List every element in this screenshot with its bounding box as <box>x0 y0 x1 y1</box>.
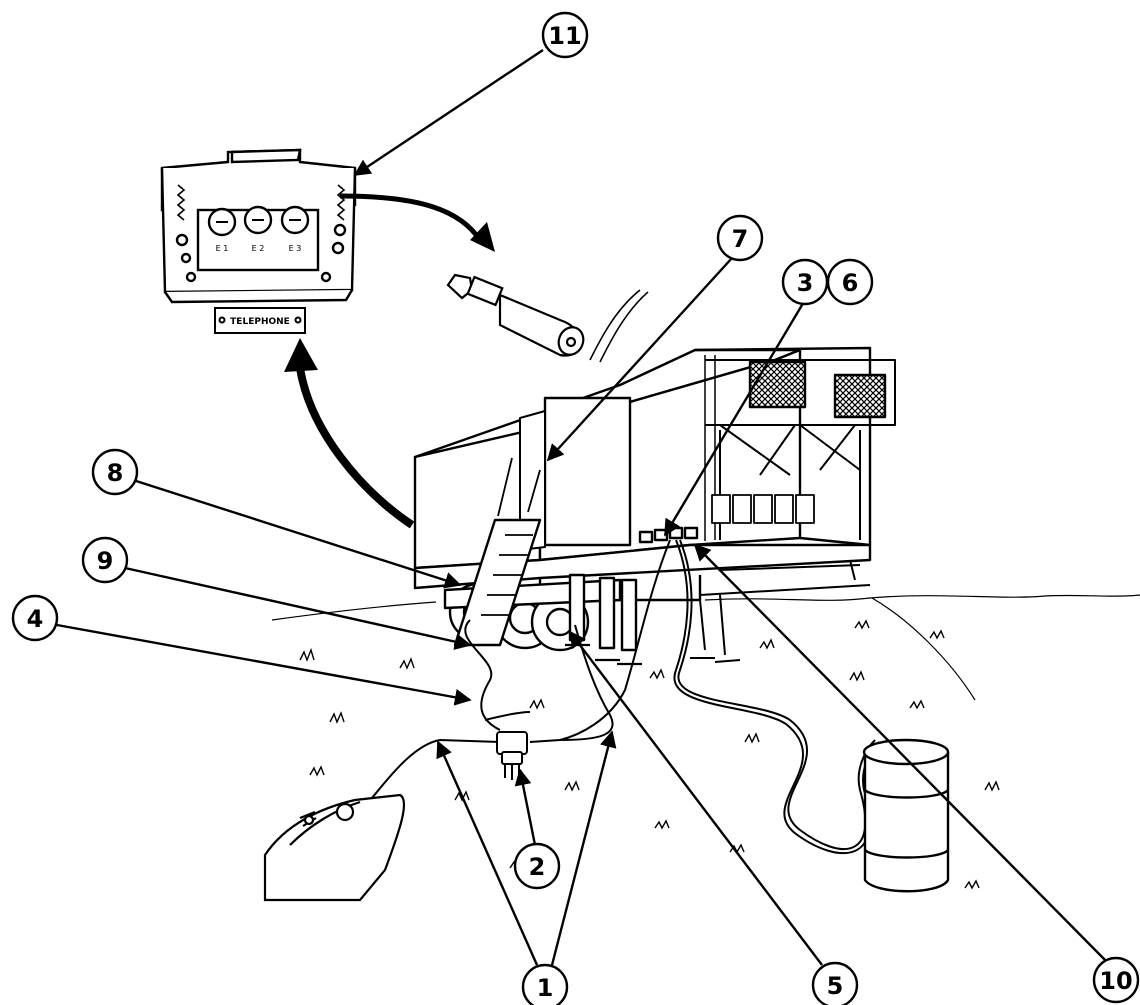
svg-text:2: 2 <box>529 853 546 881</box>
shelter-trailer <box>415 348 895 664</box>
callout-5: 5 <box>813 963 857 1005</box>
binding-post-detail <box>448 275 648 362</box>
svg-text:11: 11 <box>548 22 581 50</box>
svg-text:1: 1 <box>537 974 554 1002</box>
receptacle-label-e1: E 1 <box>216 244 229 253</box>
svg-text:7: 7 <box>732 225 749 253</box>
receptacle-label-e2: E 2 <box>252 244 265 253</box>
svg-text:8: 8 <box>107 459 124 487</box>
callout-4: 4 <box>13 596 57 640</box>
svg-text:3: 3 <box>797 269 814 297</box>
callout-6: 6 <box>828 260 872 304</box>
svg-text:5: 5 <box>827 972 844 1000</box>
callout-3: 3 <box>783 260 827 304</box>
svg-text:10: 10 <box>1099 967 1132 995</box>
callout-2: 2 <box>515 844 559 888</box>
callout-7: 7 <box>718 216 762 260</box>
callout-10: 10 <box>1094 958 1138 1002</box>
svg-text:6: 6 <box>842 269 859 297</box>
svg-text:4: 4 <box>27 605 44 633</box>
callout-1: 1 <box>523 965 567 1005</box>
callout-8: 8 <box>93 450 137 494</box>
receptacle-label-e3: E 3 <box>289 244 302 253</box>
ground-rod-clamp <box>497 732 527 780</box>
arrow-to-nameplate <box>300 368 412 525</box>
ground <box>272 595 1140 888</box>
fuel-drum <box>864 740 948 891</box>
telephone-panel <box>162 150 355 302</box>
svg-text:9: 9 <box>97 547 114 575</box>
nameplate-text: TELEPHONE <box>230 317 290 327</box>
arrow-to-binding-post <box>340 196 480 240</box>
generator-housing <box>265 795 404 900</box>
callout-9: 9 <box>83 538 127 582</box>
callout-11: 11 <box>543 13 587 57</box>
